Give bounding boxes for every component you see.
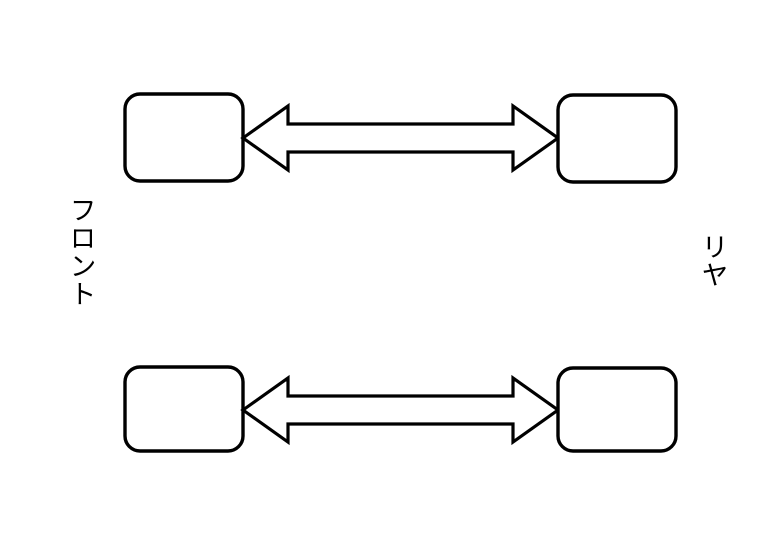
bottom-right-box[interactable] <box>556 366 678 453</box>
bottom-row <box>123 365 678 453</box>
top-double-arrow[interactable] <box>240 102 561 174</box>
rear-label: リヤ <box>696 233 728 289</box>
bottom-left-box[interactable] <box>123 365 245 453</box>
top-row <box>123 92 678 184</box>
top-right-box[interactable] <box>556 93 678 184</box>
front-label: フロント <box>64 196 96 308</box>
bottom-double-arrow[interactable] <box>240 374 561 446</box>
top-left-box[interactable] <box>123 92 245 183</box>
